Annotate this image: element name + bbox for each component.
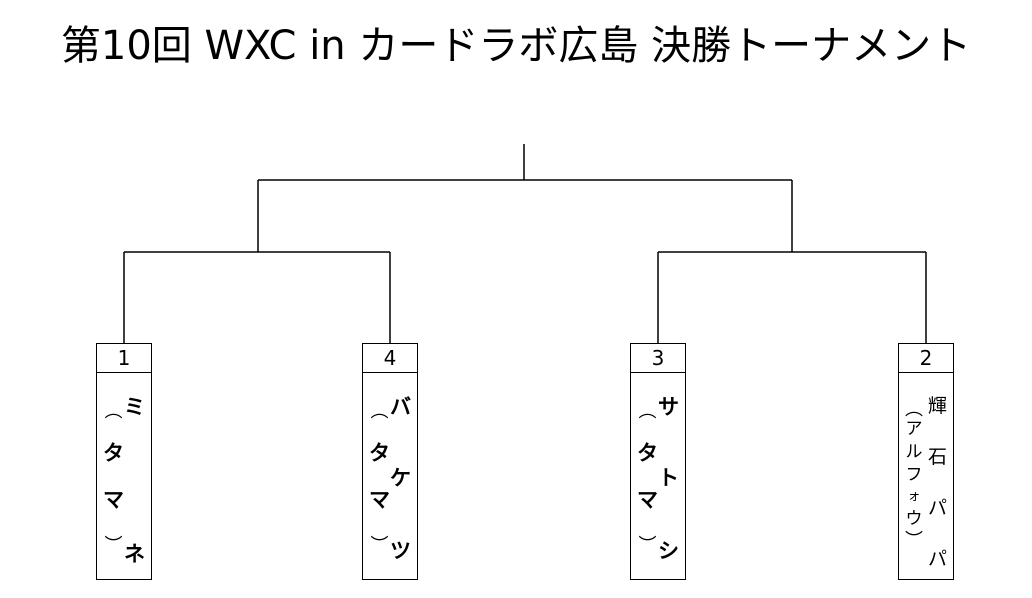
seed-number: 3 <box>651 346 665 370</box>
name-char: サ <box>658 395 679 419</box>
player-box-3: サ ト シ ︵ タ マ ︶ <box>630 372 686 580</box>
name-char: ト <box>658 466 679 490</box>
name-char: ケ <box>390 466 411 490</box>
name-char: ツ <box>390 539 411 563</box>
team-bracket-close: ︶ <box>638 535 657 556</box>
team-char: フ <box>905 465 923 485</box>
team-char: ア <box>905 419 923 439</box>
team-char: ル <box>905 442 923 462</box>
seed-number: 1 <box>117 346 131 370</box>
team-bracket-open: ︵ <box>104 401 123 422</box>
team-bracket-close: ︶ <box>370 535 389 556</box>
name-char: パ <box>927 497 947 519</box>
team-bracket-open: ︵ <box>905 399 923 420</box>
player-name: バ ケ ツ <box>390 383 411 562</box>
name-char: 石 <box>927 446 947 468</box>
player-box-2: 輝 石 パ パ ︵ ア ル フ ォ ウ ︶ <box>898 372 954 580</box>
seed-number: 4 <box>383 346 397 370</box>
player-name: サ ト シ <box>658 383 679 562</box>
player-box-1: ミ ネ ︵ タ マ ︶ <box>96 372 152 580</box>
player-box-4: バ ケ ツ ︵ タ マ ︶ <box>362 372 418 580</box>
player-name: 輝 石 パ パ <box>928 383 947 569</box>
team-bracket-open: ︵ <box>638 401 657 422</box>
team-char: タ <box>637 441 658 465</box>
name-char: パ <box>927 548 947 570</box>
team-char: ォ <box>907 489 921 504</box>
seed-box-1: 1 <box>96 343 152 373</box>
team-char: タ <box>369 441 390 465</box>
tournament-title: 第10回 WXC in カードラボ広島 決勝トーナメント <box>60 23 972 69</box>
team-char: マ <box>637 488 658 512</box>
player-team: ︵ タ マ ︶ <box>369 383 390 555</box>
team-bracket-open: ︵ <box>370 401 389 422</box>
player-team: ︵ タ マ ︶ <box>103 383 124 555</box>
team-char: ウ <box>905 509 923 529</box>
seed-box-3: 3 <box>630 343 686 373</box>
seed-number: 2 <box>919 346 933 370</box>
name-char: 輝 <box>927 395 947 417</box>
team-char: タ <box>103 441 124 465</box>
player-team: ︵ タ マ ︶ <box>637 383 658 555</box>
name-char: ネ <box>124 542 145 566</box>
player-team: ︵ ア ル フ ォ ウ ︶ <box>905 383 923 550</box>
team-char: マ <box>103 488 124 512</box>
team-bracket-close: ︶ <box>104 535 123 556</box>
name-char: シ <box>658 539 679 563</box>
name-char: ミ <box>124 395 145 419</box>
team-bracket-close: ︶ <box>905 530 923 551</box>
name-char: バ <box>390 395 411 419</box>
seed-box-2: 2 <box>898 343 954 373</box>
player-name: ミ ネ <box>124 383 145 565</box>
seed-box-4: 4 <box>362 343 418 373</box>
team-char: マ <box>369 488 390 512</box>
